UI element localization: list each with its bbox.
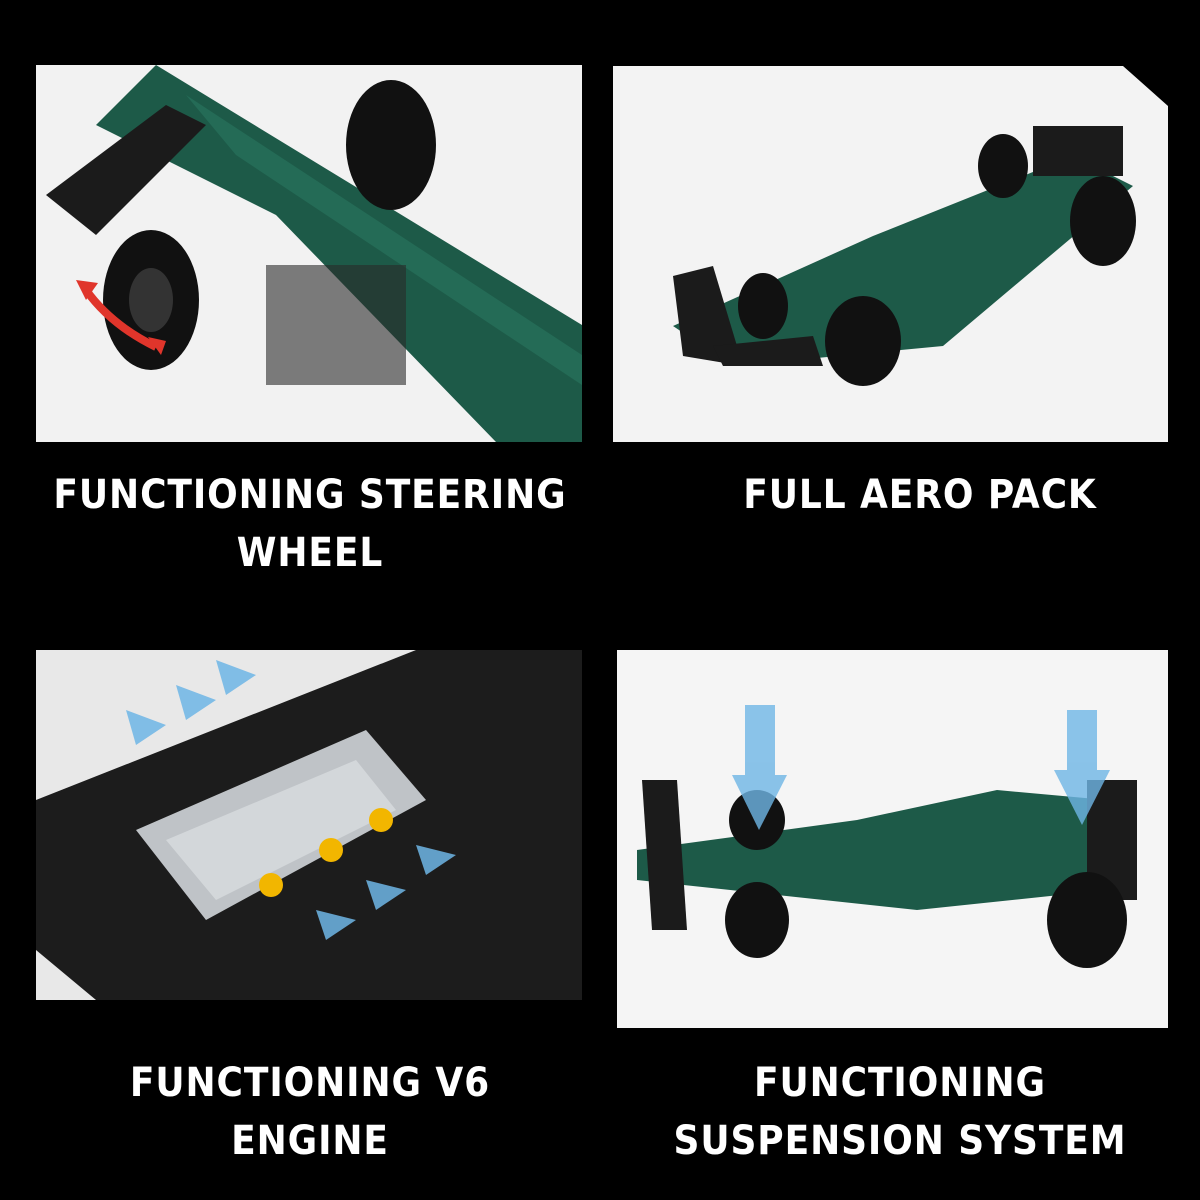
caption-line: FUNCTIONING V6 ENGINE — [129, 1060, 491, 1164]
caption-line: WHEEL — [236, 530, 384, 576]
caption-line: FUNCTIONING STEERING — [53, 472, 567, 518]
steering-arrow-icon — [82, 287, 158, 351]
airflow-arrow-icon — [126, 660, 456, 940]
aero-photo — [613, 66, 1168, 442]
caption-line: FULL AERO PACK — [743, 472, 1097, 518]
caption-aero: FULL AERO PACK — [650, 466, 1190, 524]
steering-photo — [36, 65, 582, 442]
engine-photo — [36, 650, 582, 1000]
caption-line: FUNCTIONING — [753, 1060, 1047, 1106]
caption-steering: FUNCTIONING STEERING WHEEL — [49, 466, 571, 582]
caption-engine: FUNCTIONING V6 ENGINE — [49, 1054, 571, 1170]
caption-line: SUSPENSION SYSTEM — [673, 1118, 1127, 1164]
suspension-photo — [617, 650, 1168, 1028]
suspension-arrow-icon — [732, 705, 1110, 830]
caption-suspension: FUNCTIONING SUSPENSION SYSTEM — [630, 1054, 1170, 1170]
